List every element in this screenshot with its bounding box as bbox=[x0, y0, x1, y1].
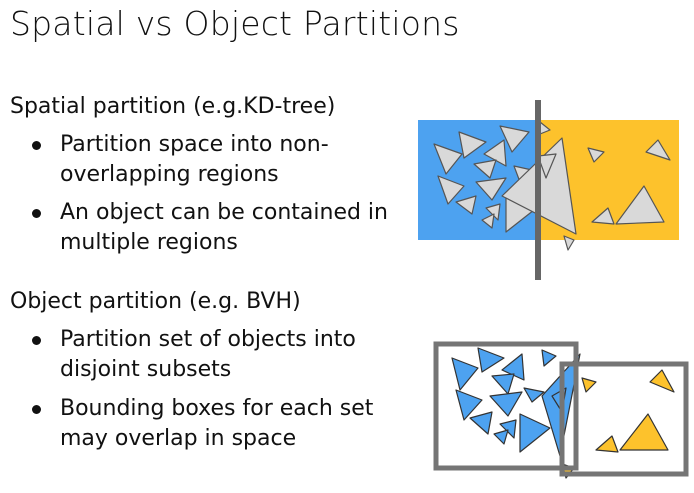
bullet-dot bbox=[32, 336, 41, 345]
spatial-partition-heading: Spatial partition (e.g.KD-tree) bbox=[10, 94, 336, 119]
object-partition-diagram bbox=[433, 341, 689, 479]
object-partition-heading: Object partition (e.g. BVH) bbox=[10, 289, 301, 314]
bvh-bounding-box-2 bbox=[559, 361, 689, 477]
bullet-dot bbox=[32, 209, 41, 218]
bvh-bounding-box-1 bbox=[433, 341, 579, 471]
bullet-dot bbox=[32, 405, 41, 414]
spatial-bullet-2: An object can be contained in multiple r… bbox=[32, 198, 412, 258]
spatial-bullet-1: Partition space into non-overlapping reg… bbox=[32, 130, 412, 190]
object-bullet-1: Partition set of objects into disjoint s… bbox=[32, 325, 412, 385]
slide-title: Spatial vs Object Partitions bbox=[10, 4, 460, 43]
object-bullet-2: Bounding boxes for each set may overlap … bbox=[32, 394, 412, 454]
spatial-partition-diagram bbox=[418, 100, 679, 280]
object-yellow-triangles bbox=[561, 369, 675, 479]
bullet-dot bbox=[32, 141, 41, 150]
